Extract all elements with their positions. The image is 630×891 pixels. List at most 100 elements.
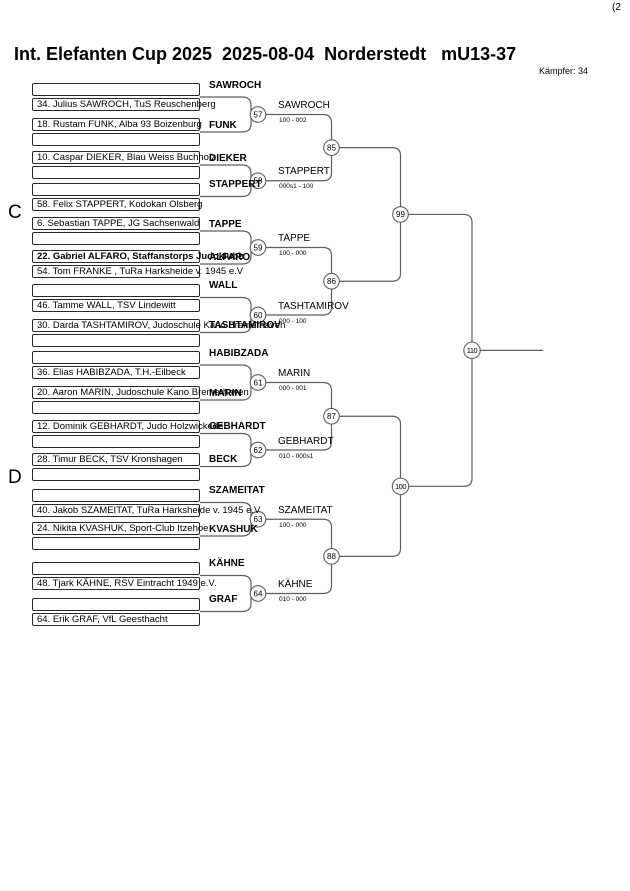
fighter-box: 40. Jakob SZAMEITAT, TuRa Harksheide v. … <box>32 503 260 517</box>
match-winner-label: SAWROCH <box>278 100 330 111</box>
match-score: 000 - 100 <box>279 317 307 325</box>
match-number-circle <box>249 374 267 391</box>
bracket-connector <box>258 381 333 417</box>
page-number-note: (2 <box>612 2 621 13</box>
fighter-name: 40. Jakob SZAMEITAT, TuRa Harksheide v. … <box>37 504 261 516</box>
bracket-connector <box>258 518 333 557</box>
fighter-box: 36. Elias HABIBZADA, T.H.-Eilbeck <box>32 366 200 379</box>
fighter-name: 36. Elias HABIBZADA, T.H.-Eilbeck <box>37 367 186 378</box>
slot-label: TASHTAMIROV <box>209 320 281 331</box>
match-number-circle <box>249 239 267 256</box>
bracket-connector <box>258 246 333 282</box>
match-number-circle <box>249 106 267 123</box>
fighter-name: 48. Tjark KÄHNE, RSV Eintracht 1949 e.V. <box>37 577 217 589</box>
fighter-name: 28. Timur BECK, TSV Kronshagen <box>37 453 183 465</box>
fighter-count: Kämpfer: 34 <box>538 66 588 76</box>
match-number: 64 <box>254 589 263 598</box>
match-number: 100 <box>395 482 406 491</box>
bracket-connector <box>200 519 252 537</box>
match-number: 87 <box>327 412 336 421</box>
fighter-box: 18. Rustam FUNK, Alba 93 Boizenburg <box>32 118 202 131</box>
match-number-circle <box>323 407 340 425</box>
match-number: 61 <box>254 378 263 387</box>
fighter-box: 12. Dominik GEBHARDT, Judo Holzwickede <box>32 419 223 433</box>
match-number: 110 <box>467 346 478 355</box>
bracket-connector <box>258 113 333 148</box>
fighter-box <box>32 232 200 245</box>
bracket-connector <box>200 164 252 181</box>
bracket-connector <box>200 114 252 133</box>
bracket-connector <box>200 180 252 198</box>
fighter-box <box>32 401 200 414</box>
match-number: 58 <box>254 177 263 186</box>
bracket-connector <box>200 450 252 468</box>
fighter-box: 46. Tamme WALL, TSV Lindewitt <box>32 298 200 312</box>
bracket-connector <box>200 96 252 115</box>
bracket-connector <box>331 415 402 487</box>
fighter-box <box>32 83 200 96</box>
bracket-connector <box>200 501 252 520</box>
slot-label: TAPPE <box>209 218 242 230</box>
bracket-connector <box>258 147 333 182</box>
page-title: Int. Elefanten Cup 2025 2025-08-04 Norde… <box>14 44 517 64</box>
fighter-box: 28. Timur BECK, TSV Kronshagen <box>32 452 200 466</box>
slot-label: SZAMEITAT <box>209 485 265 496</box>
match-winner-label: GEBHARDT <box>278 435 334 447</box>
match-number: 99 <box>396 210 405 219</box>
fighter-box: 6. Sebastian TAPPE, JG Sachsenwald <box>32 217 200 230</box>
slot-label: HABIBZADA <box>209 347 269 359</box>
match-number-circle <box>392 206 409 223</box>
match-number: 62 <box>254 446 263 455</box>
fighter-name: 64. Erik GRAF, VfL Geesthacht <box>37 613 168 625</box>
match-score: 010 - 000 <box>279 596 307 603</box>
slot-label: KÄHNE <box>209 558 245 569</box>
slot-label: FUNK <box>209 119 237 131</box>
fighter-box <box>32 333 200 347</box>
slot-label: GEBHARDT <box>209 421 266 432</box>
fighter-box: 34. Julius SAWROCH, TuS Reuschenberg <box>32 98 216 111</box>
fighter-box <box>32 537 200 550</box>
bracket-connector <box>200 432 252 450</box>
bracket-connector <box>200 364 252 383</box>
fighter-box <box>32 166 200 179</box>
match-number: 88 <box>327 552 336 561</box>
bracket-connector <box>331 486 402 557</box>
fighter-name: 34. Julius SAWROCH, TuS Reuschenberg <box>37 99 216 110</box>
bracket-connector <box>400 350 473 487</box>
match-number-circle <box>323 548 340 565</box>
fighter-name: 12. Dominik GEBHARDT, Judo Holzwickede <box>37 420 224 432</box>
bracket-connector <box>200 574 252 594</box>
fighter-box <box>32 467 200 481</box>
fighter-box <box>32 182 200 196</box>
match-winner-label: MARIN <box>278 368 311 379</box>
fighter-box <box>32 561 200 575</box>
fighter-box <box>32 434 200 448</box>
match-number-circle <box>463 341 481 360</box>
fighter-name: 20. Aaron MARIN, Judoschule Kano Bremerh… <box>37 387 249 398</box>
slot-label: SAWROCH <box>209 79 262 91</box>
bracket-connector <box>200 296 252 315</box>
match-number-circle <box>249 441 267 459</box>
fighter-box: 64. Erik GRAF, VfL Geesthacht <box>32 612 200 626</box>
fighter-box: 20. Aaron MARIN, Judoschule Kano Bremerh… <box>32 386 249 399</box>
fighter-box: 24. Nikita KVASHUK, Sport-Club Itzehoe <box>32 522 208 535</box>
match-score: 000s1 - 100 <box>279 183 314 191</box>
bracket-connector <box>258 281 333 316</box>
match-number-circle <box>249 172 267 190</box>
match-number-circle <box>249 306 267 324</box>
fighter-box <box>32 351 200 364</box>
pool-letter-d: D <box>8 467 22 488</box>
bracket-connector <box>200 247 252 265</box>
match-winner-label: SZAMEITAT <box>278 504 333 516</box>
bracket-connector <box>331 214 402 282</box>
match-number: 86 <box>327 277 336 286</box>
match-score: 100 - 000 <box>279 521 307 529</box>
match-number-circle <box>391 477 410 496</box>
fighter-name: 6. Sebastian TAPPE, JG Sachsenwald <box>37 218 200 229</box>
fighter-box: 22. Gabriel ALFARO, Staffanstorps Judokl… <box>32 250 244 263</box>
match-number: 59 <box>254 243 263 252</box>
match-number-circle <box>323 139 340 156</box>
